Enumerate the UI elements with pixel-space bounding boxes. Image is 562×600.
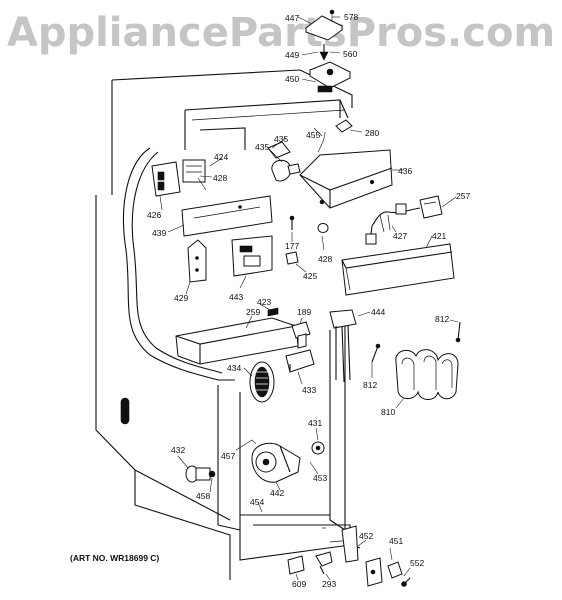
part-434 (249, 361, 275, 403)
part-455 (317, 131, 326, 153)
part-443 (231, 235, 273, 277)
part-label: 421 (432, 231, 446, 241)
part-label: 449 (285, 50, 299, 60)
part-label: 450 (285, 74, 299, 84)
part-label: 423 (257, 297, 271, 307)
part-label: 458 (196, 491, 210, 501)
part-435-lamp (267, 141, 301, 182)
part-189 (291, 321, 311, 349)
art-number-caption: (ART NO. WR18699 C) (70, 553, 160, 563)
part-label: 455 (306, 130, 320, 140)
part-label: 426 (147, 210, 161, 220)
top-hinge-group (304, 9, 352, 93)
leader-lines (159, 16, 459, 581)
part-label: 259 (246, 307, 260, 317)
part-label: 812 (363, 380, 377, 390)
part-label: 439 (152, 228, 166, 238)
part-426 (151, 161, 181, 197)
part-label: 453 (313, 473, 327, 483)
part-label: 447 (285, 13, 299, 23)
part-436 (299, 149, 393, 209)
part-label: 189 (297, 307, 311, 317)
part-label: 436 (398, 166, 412, 176)
part-label: 429 (174, 293, 188, 303)
part-label: 442 (270, 488, 284, 498)
part-label: 427 (393, 231, 407, 241)
part-label: 434 (227, 363, 241, 373)
part-label: 810 (381, 407, 395, 417)
part-label: 428 (213, 173, 227, 183)
part-label: 433 (302, 385, 316, 395)
part-442 (251, 442, 301, 483)
part-labels: 447 578 449 560 450 455 280 435 435 424 … (147, 12, 470, 589)
part-label: 293 (322, 579, 336, 589)
part-label: 432 (171, 445, 185, 455)
part-label: 812 (435, 314, 449, 324)
part-177-428-425 (285, 215, 329, 265)
part-label: 457 (221, 451, 235, 461)
part-421 (341, 243, 455, 296)
part-label: 452 (359, 531, 373, 541)
part-label: 444 (371, 307, 385, 317)
part-452-451-552 (341, 525, 411, 587)
part-432-458 (185, 465, 216, 483)
part-label: 560 (343, 49, 357, 59)
part-431 (311, 441, 325, 455)
part-257-427 (365, 195, 443, 245)
part-label: 435 (274, 134, 288, 144)
part-label: 280 (365, 128, 379, 138)
part-label: 177 (285, 241, 299, 251)
part-label: 428 (318, 254, 332, 264)
part-label: 425 (303, 271, 317, 281)
part-label: 451 (389, 536, 403, 546)
part-label: 424 (214, 152, 228, 162)
part-609-293 (287, 551, 333, 575)
part-259 (175, 317, 299, 365)
part-label: 435 (255, 142, 269, 152)
part-433 (285, 349, 315, 373)
part-label: 552 (410, 558, 424, 568)
part-429 (187, 239, 207, 283)
part-label: 443 (229, 292, 243, 302)
part-label: 578 (344, 12, 358, 22)
part-label: 257 (456, 191, 470, 201)
part-label: 609 (292, 579, 306, 589)
part-423 (267, 307, 279, 317)
part-444 (329, 309, 357, 383)
part-label: 431 (308, 418, 322, 428)
part-280 (335, 119, 353, 133)
part-424 (182, 159, 207, 191)
cabinet-outline (95, 69, 361, 580)
part-812-810 (371, 321, 461, 400)
part-label: 454 (250, 497, 264, 507)
part-439 (181, 195, 273, 237)
